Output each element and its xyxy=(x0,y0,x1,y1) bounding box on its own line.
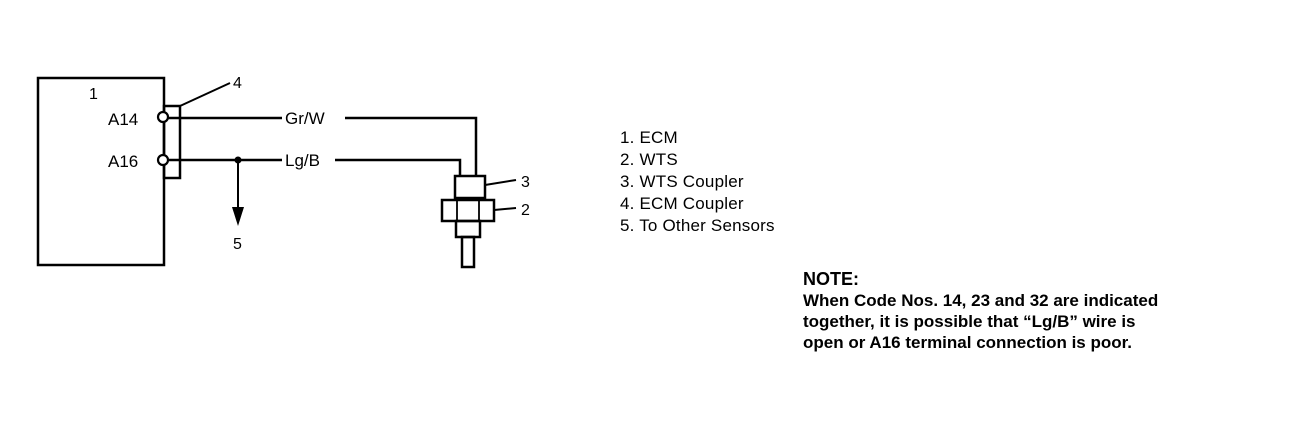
legend: 1. ECM 2. WTS 3. WTS Coupler 4. ECM Coup… xyxy=(620,127,775,237)
terminal-a14-pin xyxy=(156,110,170,124)
note-line: When Code Nos. 14, 23 and 32 are indicat… xyxy=(803,291,1159,310)
terminal-a16-pin xyxy=(156,153,170,167)
wts-thread xyxy=(454,219,482,239)
legend-item: 5. To Other Sensors xyxy=(620,216,775,235)
ecm-number-label: 1 xyxy=(89,86,98,103)
wts-probe xyxy=(460,235,476,269)
note-title: NOTE: xyxy=(803,269,859,289)
legend-item: 4. ECM Coupler xyxy=(620,194,744,213)
wts-coupler xyxy=(453,174,487,200)
wts-number-label: 2 xyxy=(521,202,530,219)
wts-coupler-leader xyxy=(484,179,517,186)
terminal-a16-label: A16 xyxy=(108,152,138,171)
other-sensors-number-label: 5 xyxy=(233,236,242,253)
terminal-a14-label: A14 xyxy=(108,110,138,129)
note-line: open or A16 terminal connection is poor. xyxy=(803,333,1133,352)
legend-item: 1. ECM xyxy=(620,128,678,147)
ecm-coupler-number-label: 4 xyxy=(233,75,242,92)
legend-item: 3. WTS Coupler xyxy=(620,172,744,191)
wire-lg-b-run xyxy=(335,158,462,176)
wire-gr-w-label: Gr/W xyxy=(285,109,325,128)
down-arrow-icon xyxy=(232,207,244,226)
wire-gr-w-run xyxy=(345,116,478,176)
wts-coupler-number-label: 3 xyxy=(521,174,530,191)
wts-leader xyxy=(493,207,517,211)
note-block: NOTE: When Code Nos. 14, 23 and 32 are i… xyxy=(803,269,1283,353)
ecm-coupler-leader xyxy=(179,82,231,107)
wts-hex-nut xyxy=(440,198,496,223)
ecm-coupler xyxy=(162,104,182,180)
legend-item: 2. WTS xyxy=(620,150,678,169)
ecm-box xyxy=(36,76,166,267)
wire-lg-b-label: Lg/B xyxy=(285,151,320,170)
note-line: together, it is possible that “Lg/B” wir… xyxy=(803,312,1136,331)
